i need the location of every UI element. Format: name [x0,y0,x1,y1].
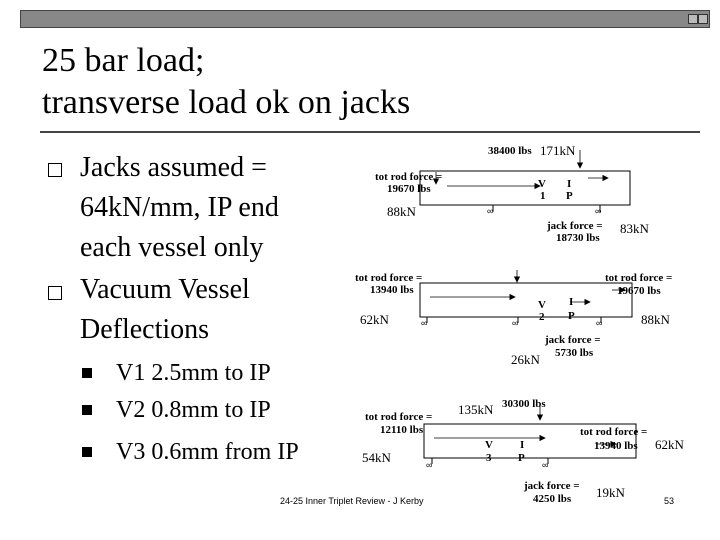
diagram2-vessel [419,270,633,323]
slide-footer: 24-25 Inner Triplet Review - J Kerby [280,496,424,506]
bullet-box-icon [48,163,62,177]
d1-top-load: 38400 lbs [488,145,532,157]
d1-ip-label-2: P [566,190,573,202]
svg-text:∞: ∞ [487,206,493,216]
bullet-vessel: Vacuum Vessel Deflections [80,270,250,350]
slide-top-bar [20,10,710,28]
svg-text:∞: ∞ [512,318,518,328]
d2-ip-label-1: I [569,296,574,308]
d2-v-label-1: V [538,299,546,311]
d3-top-load-kn: 135kN [458,402,494,417]
d3-top-load: 30300 lbs [502,398,546,410]
sub-bullet-square-icon [82,405,92,415]
slide-title: 25 bar load; transverse load ok on jacks [42,40,410,124]
d3-right-force-line1: tot rod force = [580,426,648,438]
corner-box-2 [698,14,708,24]
diagram1-vessel [419,150,631,212]
d3-v-label-1: V [485,439,493,451]
d3-right-kn: 62kN [655,437,684,452]
d3-jack-line1: jack force = [524,480,580,492]
bullet-vessel-line1: Vacuum Vessel [80,274,250,305]
d3-v-label-2: 3 [486,452,492,464]
sub-bullet-square-icon [82,368,92,378]
d1-left-force-line2: 19670 lbs [387,183,431,195]
d2-left-force-line2: 13940 lbs [370,284,414,296]
diagram3-vessel [423,405,637,464]
corner-box-1 [688,14,698,24]
bullet-jacks-line2: 64kN/mm, IP end [80,192,279,223]
d3-left-force-line2: 12110 lbs [380,424,424,436]
d1-jack-kn: 83kN [620,221,649,236]
d2-v-label-2: 2 [539,311,545,323]
subbullet-v1: V1 2.5mm to IP [116,360,271,386]
bullet-jacks: Jacks assumed = 64kN/mm, IP end each ves… [80,148,279,268]
d3-ip-label-2: P [518,452,525,464]
d2-jack-line2: 5730 lbs [555,347,594,359]
d2-ip-label-2: P [568,310,575,322]
d1-jack-line2: 18730 lbs [556,232,600,244]
d1-jack-line1: jack force = [547,220,603,232]
d2-right-force-line2: 19670 lbs [617,285,661,297]
svg-text:∞: ∞ [426,460,432,470]
d1-top-load-kn: 171kN [540,143,576,158]
d3-left-kn: 54kN [362,450,391,465]
d2-jack-kn: 26kN [511,352,540,367]
page-number: 53 [664,496,675,506]
d2-left-kn: 62kN [360,312,389,327]
svg-text:∞: ∞ [595,206,601,216]
diagram2-jacks: ∞ ∞ ∞ [421,318,602,328]
d3-right-force-line2: 13940 lbs [594,440,638,452]
bullet-jacks-line3: each vessel only [80,232,264,263]
bullet-box-icon [48,286,62,300]
diagram3-jacks: ∞ ∞ [426,460,548,470]
d3-jack-line2: 4250 lbs [533,493,572,505]
d2-jack-line1: jack force = [545,334,601,346]
sub-bullet-square-icon [82,447,92,457]
d1-v-label-1: V [538,178,546,190]
bullet-jacks-line1: Jacks assumed = [80,152,267,183]
svg-text:∞: ∞ [421,318,427,328]
d3-jack-kn: 19kN [596,485,625,500]
diagram1-jacks: ∞ ∞ [487,206,601,216]
title-line-2: transverse load ok on jacks [42,84,411,121]
d2-left-force-line1: tot rod force = [355,272,423,284]
d2-right-force-line1: tot rod force = [605,272,673,284]
bullet-vessel-line2: Deflections [80,314,210,345]
svg-text:∞: ∞ [596,318,602,328]
d3-ip-label-1: I [520,439,525,451]
subbullet-v2: V2 0.8mm to IP [116,397,271,423]
d1-left-kn: 88kN [387,204,416,219]
d3-left-force-line1: tot rod force = [365,411,433,423]
d2-right-kn: 88kN [641,312,670,327]
svg-text:∞: ∞ [542,460,548,470]
d1-left-force-line1: tot rod force = [375,171,443,183]
title-line-1: 25 bar load; [42,42,205,79]
subbullet-v3: V3 0.6mm from IP [116,439,299,465]
d1-ip-label-1: I [567,178,572,190]
d1-v-label-2: 1 [540,190,546,202]
title-divider [40,131,700,133]
